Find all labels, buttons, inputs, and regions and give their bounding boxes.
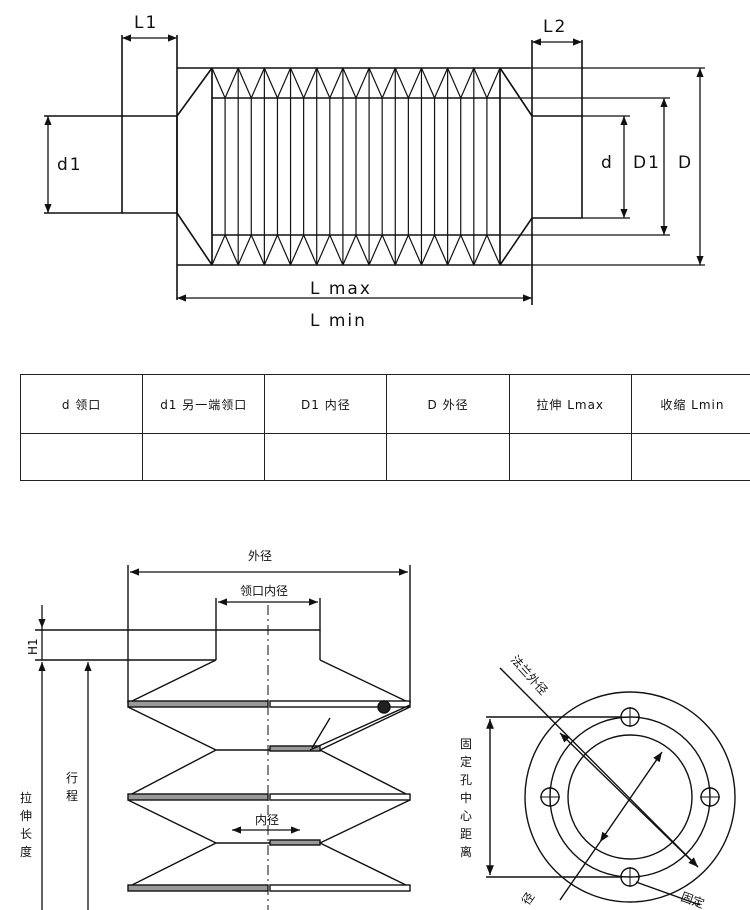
label-flange-outer-diameter: 法兰外径 (508, 653, 551, 698)
pleat-line (276, 234, 292, 266)
dimension-lines-section (38, 568, 408, 910)
label-hole-3: 孔 (460, 773, 472, 787)
table-header-row: d 领口 d1 另一端领口 D1 内径 D 外径 拉伸 Lmax 收缩 Lmin (19, 374, 750, 434)
pleat-line (211, 234, 226, 266)
label-L2: L2 (543, 17, 567, 37)
label-D: D (678, 153, 693, 173)
label-hole-5: 心 (460, 809, 472, 823)
header-stretch-lmax: 拉伸 Lmax (508, 374, 632, 434)
label-collar-inner-diameter: 领口内径 (240, 584, 288, 598)
bellows-section-view (35, 565, 411, 910)
pleat-line (303, 234, 318, 266)
label-D1: D1 (633, 153, 661, 173)
pleat-line (460, 234, 475, 266)
label-partial-fixed: 固定 (679, 889, 707, 910)
pleat-line (289, 67, 305, 99)
label-stretch-2: 伸 (20, 809, 32, 823)
pleat-line (394, 234, 409, 266)
pleat-line (237, 67, 252, 99)
pleat-line (342, 67, 357, 99)
label-stretch-4: 度 (20, 844, 32, 859)
dimension-lines-top (44, 34, 705, 302)
bellows-pleats (211, 67, 501, 266)
pleat-line (224, 67, 239, 99)
label-Lmin: L min (310, 311, 367, 331)
flange-labels: 法兰外径 固 定 孔 中 心 距 离 径 固定 (460, 653, 707, 910)
label-hole-6: 距 (460, 827, 472, 841)
pleat-line (355, 67, 370, 99)
label-stroke-2: 程 (66, 788, 78, 803)
pleat-line (316, 67, 331, 99)
pleat-line (316, 234, 331, 266)
pleat-line (368, 67, 383, 99)
pleat-line (237, 234, 252, 266)
label-Lmax: L max (310, 279, 372, 299)
pleat-line (381, 234, 396, 266)
pleat-line (224, 234, 239, 266)
spec-table: d 领口 d1 另一端领口 D1 内径 D 外径 拉伸 Lmax 收缩 Lmin (19, 374, 750, 481)
table-cell[interactable] (142, 433, 266, 481)
pleat-line (276, 67, 292, 99)
table-cell[interactable] (386, 433, 510, 481)
label-hole-7: 离 (460, 844, 472, 859)
pleat-line (486, 67, 501, 99)
flange-view (486, 667, 736, 906)
pleat-line (473, 234, 488, 266)
label-stretch-1: 拉 (20, 790, 32, 805)
label-inner-diameter: 内径 (255, 813, 279, 827)
pleat-line (447, 67, 462, 99)
pleat-line (381, 67, 396, 99)
header-d1-other-collar: d1 另一端领口 (142, 374, 266, 434)
header-D-outer: D 外径 (386, 374, 510, 434)
pleat-line (263, 67, 279, 99)
pleat-line (368, 234, 383, 266)
pleat-line (250, 234, 265, 266)
table-cell[interactable] (19, 433, 144, 481)
pleat-line (355, 234, 370, 266)
table-cell[interactable] (508, 433, 632, 481)
pleat-line (407, 234, 423, 266)
label-stroke-1: 行 (66, 771, 78, 785)
pleat-line (303, 67, 318, 99)
label-hole-1: 固 (460, 737, 472, 751)
table-row (19, 433, 750, 481)
pleat-line (394, 67, 409, 99)
dimension-labels-section: 外径 领口内径 内径 H1 行 程 拉 伸 长 度 (20, 549, 288, 859)
table-cell[interactable] (630, 433, 750, 481)
header-shrink-lmin: 收缩 Lmin (630, 374, 750, 434)
header-d-collar: d 领口 (19, 374, 144, 434)
pleat-line (250, 67, 265, 99)
label-L1: L1 (134, 13, 158, 33)
pleat-line (211, 67, 226, 99)
label-H1: H1 (26, 638, 40, 655)
pleat-line (460, 67, 475, 99)
pleat-line (263, 234, 279, 266)
dimension-labels-top: L1 L2 d1 d D1 D L max L min (57, 13, 693, 331)
table-cell[interactable] (264, 433, 388, 481)
label-partial-diameter: 径 (519, 890, 537, 908)
pleat-line (473, 67, 488, 99)
pleat-line (433, 67, 449, 99)
pleat-line (433, 234, 449, 266)
label-outer-diameter: 外径 (248, 549, 272, 563)
pleat-line (289, 234, 305, 266)
label-hole-2: 定 (460, 754, 472, 769)
pleat-line (486, 234, 501, 266)
pleat-line (447, 234, 462, 266)
label-stretch-3: 长 (20, 827, 32, 841)
pleat-line (329, 67, 344, 99)
pleat-line (407, 67, 423, 99)
pleat-line (342, 234, 357, 266)
pleat-line (420, 67, 436, 99)
pleat-line (420, 234, 436, 266)
label-d1: d1 (57, 155, 83, 175)
header-D1-inner: D1 内径 (264, 374, 388, 434)
pleat-line (329, 234, 344, 266)
label-hole-4: 中 (460, 790, 472, 805)
label-d: d (601, 153, 614, 173)
